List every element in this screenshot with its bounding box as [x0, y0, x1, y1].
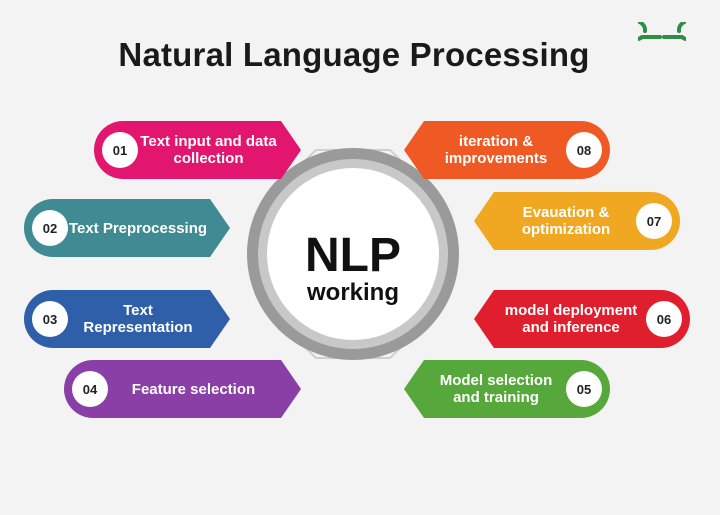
- step-label: iteration & improvements: [444, 133, 548, 167]
- geeksforgeeks-logo-icon: [638, 22, 686, 42]
- hub-title: NLP: [305, 229, 401, 282]
- step-number: 01: [102, 132, 138, 168]
- step-number: 05: [566, 371, 602, 407]
- step-label: Evauation & optimization: [521, 204, 611, 238]
- step-number: 02: [32, 210, 68, 246]
- step-label: Feature selection: [131, 380, 256, 398]
- hub-label: NLP working: [253, 232, 453, 306]
- step-label: Text Representation: [83, 302, 193, 336]
- step-number: 03: [32, 301, 68, 337]
- step-03: 03 Text Representation: [24, 290, 230, 348]
- step-label: model deployment and inference: [504, 302, 638, 336]
- step-02: 02 Text Preprocessing: [24, 199, 230, 257]
- hub-subtitle: working: [306, 279, 399, 306]
- step-01: 01 Text input and data collection: [94, 121, 301, 179]
- step-08: 08 iteration & improvements: [404, 121, 610, 179]
- step-number: 07: [636, 203, 672, 239]
- step-label: Text input and data collection: [140, 133, 277, 167]
- step-label: Model selection and training: [439, 372, 553, 406]
- step-number: 04: [72, 371, 108, 407]
- step-07: 07 Evauation & optimization: [474, 192, 680, 250]
- step-05: 05 Model selection and training: [404, 360, 610, 418]
- step-label: Text Preprocessing: [68, 219, 208, 237]
- step-06: 06 model deployment and inference: [474, 290, 690, 348]
- page-title: Natural Language Processing: [118, 36, 590, 73]
- step-number: 08: [566, 132, 602, 168]
- hub-inner-circle: [267, 168, 439, 340]
- step-04: 04 Feature selection: [64, 360, 301, 418]
- step-number: 06: [646, 301, 682, 337]
